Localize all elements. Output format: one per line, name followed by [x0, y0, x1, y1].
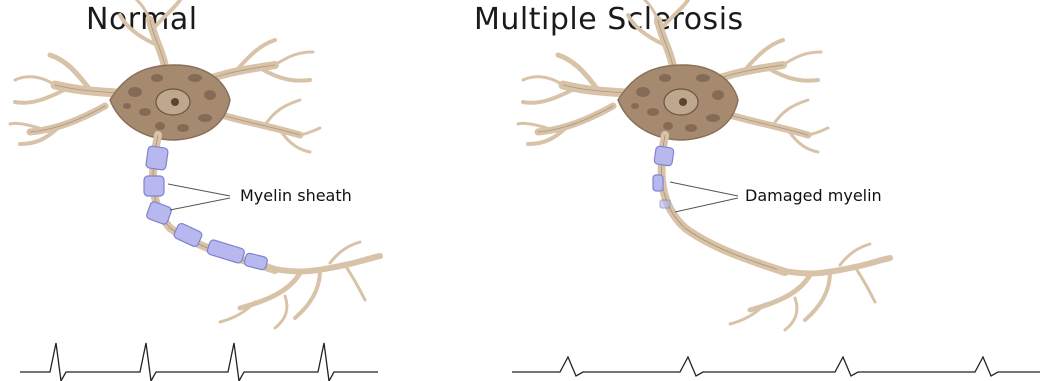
myelin-segments-normal — [144, 146, 268, 271]
normal-neuron — [10, 0, 380, 328]
ms-neuron — [518, 0, 890, 330]
ms-action-potential-waveform — [512, 357, 1040, 376]
normal-action-potential-waveform — [20, 343, 378, 381]
